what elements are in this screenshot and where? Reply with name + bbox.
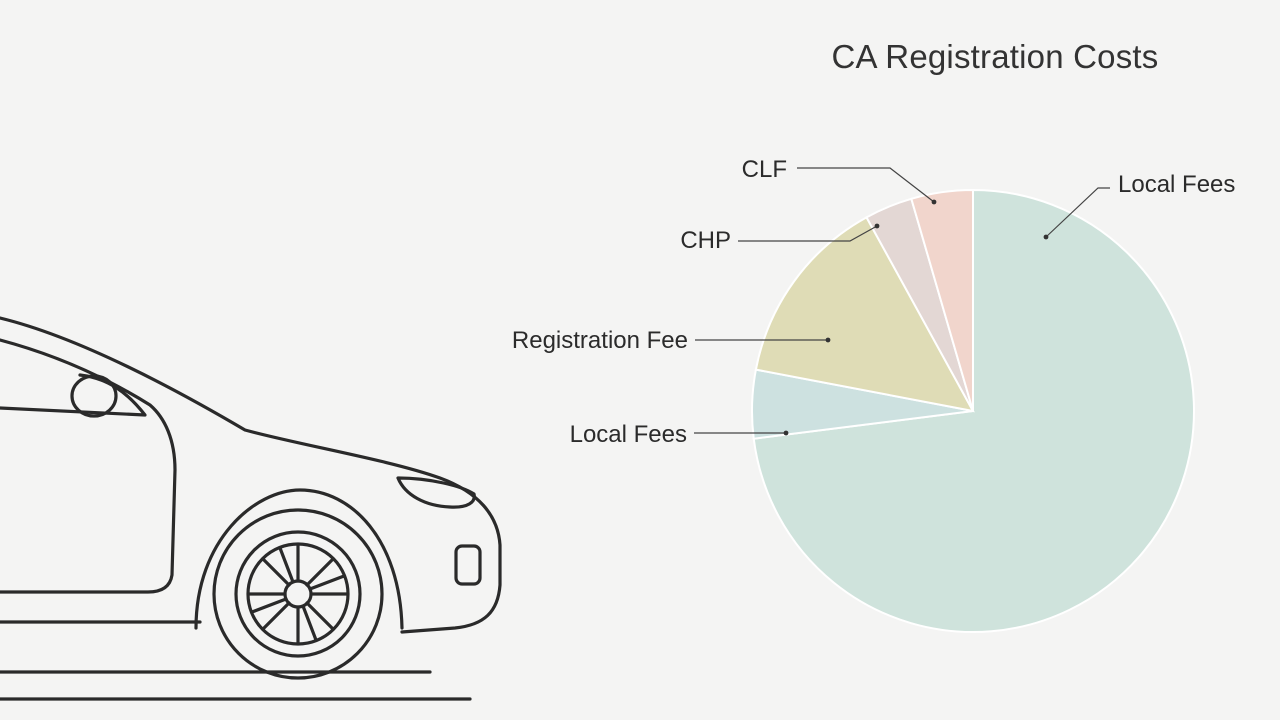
slice-label-2: Local Fees bbox=[570, 421, 687, 448]
leader-dot-4 bbox=[874, 223, 880, 229]
leader-dot-3 bbox=[825, 337, 831, 343]
leader-dot-5 bbox=[931, 199, 937, 205]
pie-slice-5 bbox=[910, 188, 974, 412]
chart-title: CA Registration Costs bbox=[831, 38, 1159, 75]
leader-line-1 bbox=[1045, 187, 1110, 238]
leader-line-4 bbox=[738, 225, 878, 242]
leader-dot-1 bbox=[1043, 234, 1049, 240]
slice-label-1: Local Fees bbox=[1118, 171, 1235, 198]
pie-slice-3 bbox=[754, 215, 975, 413]
leader-dot-2 bbox=[783, 430, 789, 436]
slice-label-5: CLF bbox=[742, 156, 787, 183]
slice-label-3: Registration Fee bbox=[512, 327, 688, 354]
leader-line-5 bbox=[797, 167, 935, 203]
slice-label-4: CHP bbox=[680, 227, 731, 254]
